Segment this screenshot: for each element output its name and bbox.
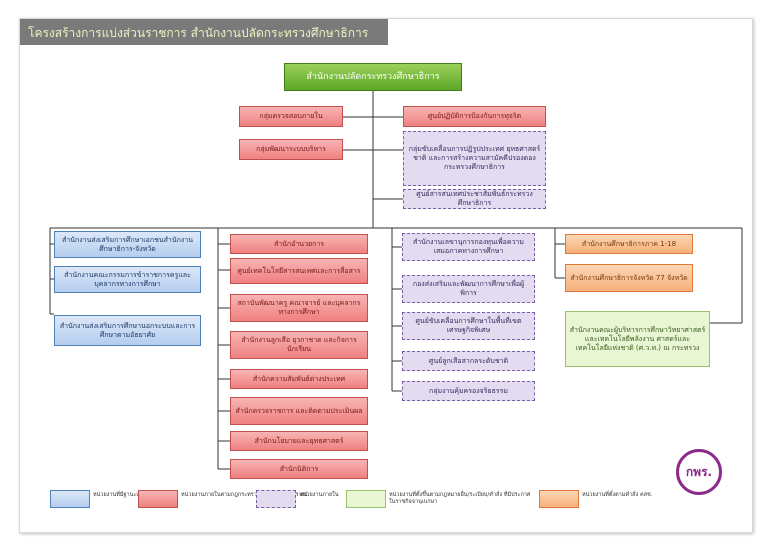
- upper-right-label-3: ศูนย์สารสนเทศประชาสัมพันธ์กระทรวงศึกษาธิ…: [416, 190, 533, 207]
- purple-box-1: สำนักงานเลขานุการกองทุนเพื่อความเสมอภาคท…: [402, 233, 535, 261]
- legend-label-2: หน่วยงานภายในตามกฎกระทรวงแบ่งส่วนราชการ …: [181, 492, 309, 498]
- purple-box-2: กองส่งเสริมและพัฒนาการศึกษาเพื่อผู้พิการ: [402, 275, 535, 303]
- red-label-4: สำนักงานลูกเสือ ยุวกาชาด และกิจการนักเรี…: [241, 336, 357, 353]
- upper-left-label-1: กลุ่มตรวจสอบภายใน: [259, 112, 323, 120]
- top-office-label: สำนักงานปลัดกระทรวงศึกษาธิการ: [306, 71, 440, 82]
- red-box-5: สำนักความสัมพันธ์ต่างประเทศ: [230, 369, 368, 389]
- orange-box-1: สำนักงานศึกษาธิการภาค 1-18: [565, 234, 693, 254]
- purple-box-3: ศูนย์ขับเคลื่อนการศึกษาในพื้นที่เขตเศรษฐ…: [402, 312, 535, 340]
- legend-swatch-purple: [256, 490, 296, 508]
- orange-box-2: สำนักงานศึกษาธิการจังหวัด 77 จังหวัด: [565, 264, 693, 292]
- red-label-2: ศูนย์เทคโนโลยีสารสนเทศและการสื่อสาร: [237, 266, 361, 275]
- red-label-3: สถาบันพัฒนาครู คณาจารย์ และบุคลากรทางการ…: [237, 299, 361, 316]
- red-label-1: สำนักอำนวยการ: [273, 239, 325, 248]
- title-bar: โครงสร้างการแบ่งส่วนราชการ สำนักงานปลัดก…: [20, 19, 388, 45]
- upper-right-label-2: กลุ่มขับเคลื่อนการปฏิรูปประเทศ ยุทธศาสตร…: [408, 145, 541, 171]
- green-label: สำนักงานคณะผู้บริหารการศึกษาวิทยาศาสตร์แ…: [569, 325, 706, 352]
- red-box-8: สำนักนิติการ: [230, 459, 368, 479]
- legend-label-4: หน่วยงานที่ตั้งขึ้นตามกฎหมายอื่น/ระเบียบ…: [389, 492, 531, 505]
- top-office-box: สำนักงานปลัดกระทรวงศึกษาธิการ: [284, 63, 462, 91]
- page-title: โครงสร้างการแบ่งส่วนราชการ สำนักงานปลัดก…: [28, 26, 369, 40]
- legend-swatch-green: [346, 490, 386, 508]
- red-box-7: สำนักนโยบายและยุทธศาสตร์: [230, 431, 368, 451]
- blue-label-1: สำนักงานส่งเสริมการศึกษาเอกชนสำนักงานศึก…: [62, 235, 193, 253]
- red-label-6: สำนักตรวจราชการ และติดตามประเมินผล: [235, 406, 363, 415]
- blue-box-2: สำนักงานคณะกรรมการข้าราชการครูและบุคลากร…: [54, 266, 201, 293]
- connector-lines: [49, 91, 743, 470]
- upper-right-box-1: ศูนย์ปฏิบัติการป้องกันการทุจริต: [403, 106, 546, 127]
- orange-label-2: สำนักงานศึกษาธิการจังหวัด 77 จังหวัด: [570, 273, 688, 282]
- opdc-logo: กพร.: [676, 449, 722, 495]
- red-label-5: สำนักความสัมพันธ์ต่างประเทศ: [252, 374, 346, 383]
- blue-box-3: สำนักงานส่งเสริมการศึกษานอกระบบและการศึก…: [54, 315, 201, 346]
- legend-swatch-red: [138, 490, 178, 508]
- purple-box-5: กลุ่มงานคุ้มครองจริยธรรม: [402, 381, 535, 401]
- upper-right-box-2: กลุ่มขับเคลื่อนการปฏิรูปประเทศ ยุทธศาสตร…: [403, 131, 546, 186]
- legend-label-5: หน่วยงานที่ตั้งตามคำสั่ง คสช.: [582, 492, 653, 498]
- red-label-8: สำนักนิติการ: [279, 464, 319, 473]
- upper-left-label-2: กลุ่มพัฒนาระบบบริหาร: [256, 145, 326, 153]
- upper-left-box-1: กลุ่มตรวจสอบภายใน: [239, 106, 343, 127]
- red-label-7: สำนักนโยบายและยุทธศาสตร์: [254, 436, 344, 445]
- upper-left-box-2: กลุ่มพัฒนาระบบบริหาร: [239, 139, 343, 160]
- red-box-3: สถาบันพัฒนาครู คณาจารย์ และบุคลากรทางการ…: [230, 294, 368, 322]
- legend-swatch-blue: [50, 490, 90, 508]
- blue-box-1: สำนักงานส่งเสริมการศึกษาเอกชนสำนักงานศึก…: [54, 231, 201, 258]
- org-chart-slide: โครงสร้างการแบ่งส่วนราชการ สำนักงานปลัดก…: [19, 18, 753, 533]
- purple-box-4: ศูนย์ลูกเสือสากลระดับชาติ: [402, 351, 535, 371]
- purple-label-2: กองส่งเสริมและพัฒนาการศึกษาเพื่อผู้พิการ: [412, 280, 525, 297]
- blue-label-3: สำนักงานส่งเสริมการศึกษานอกระบบและการศึก…: [59, 321, 196, 339]
- red-box-1: สำนักอำนวยการ: [230, 234, 368, 254]
- green-box: สำนักงานคณะผู้บริหารการศึกษาวิทยาศาสตร์แ…: [565, 311, 710, 367]
- red-box-2: ศูนย์เทคโนโลยีสารสนเทศและการสื่อสาร: [230, 258, 368, 284]
- purple-label-5: กลุ่มงานคุ้มครองจริยธรรม: [428, 386, 508, 395]
- red-box-4: สำนักงานลูกเสือ ยุวกาชาด และกิจการนักเรี…: [230, 331, 368, 359]
- orange-label-1: สำนักงานศึกษาธิการภาค 1-18: [581, 239, 677, 248]
- legend-label-1: หน่วยงานที่มีฐานะเป็นนิติบุคคล: [93, 492, 168, 498]
- upper-right-label-1: ศูนย์ปฏิบัติการป้องกันการทุจริต: [427, 112, 522, 120]
- logo-text: กพร.: [685, 464, 713, 479]
- legend-swatch-orange: [539, 490, 579, 508]
- upper-right-box-3: ศูนย์สารสนเทศประชาสัมพันธ์กระทรวงศึกษาธิ…: [403, 189, 546, 209]
- red-box-6: สำนักตรวจราชการ และติดตามประเมินผล: [230, 397, 368, 425]
- purple-label-1: สำนักงานเลขานุการกองทุนเพื่อความเสมอภาคท…: [412, 238, 525, 255]
- purple-label-4: ศูนย์ลูกเสือสากลระดับชาติ: [428, 356, 509, 365]
- blue-label-2: สำนักงานคณะกรรมการข้าราชการครูและบุคลากร…: [64, 270, 191, 288]
- purple-label-3: ศูนย์ขับเคลื่อนการศึกษาในพื้นที่เขตเศรษฐ…: [415, 317, 522, 334]
- legend-label-3: หน่วยงานภายใน: [299, 492, 339, 498]
